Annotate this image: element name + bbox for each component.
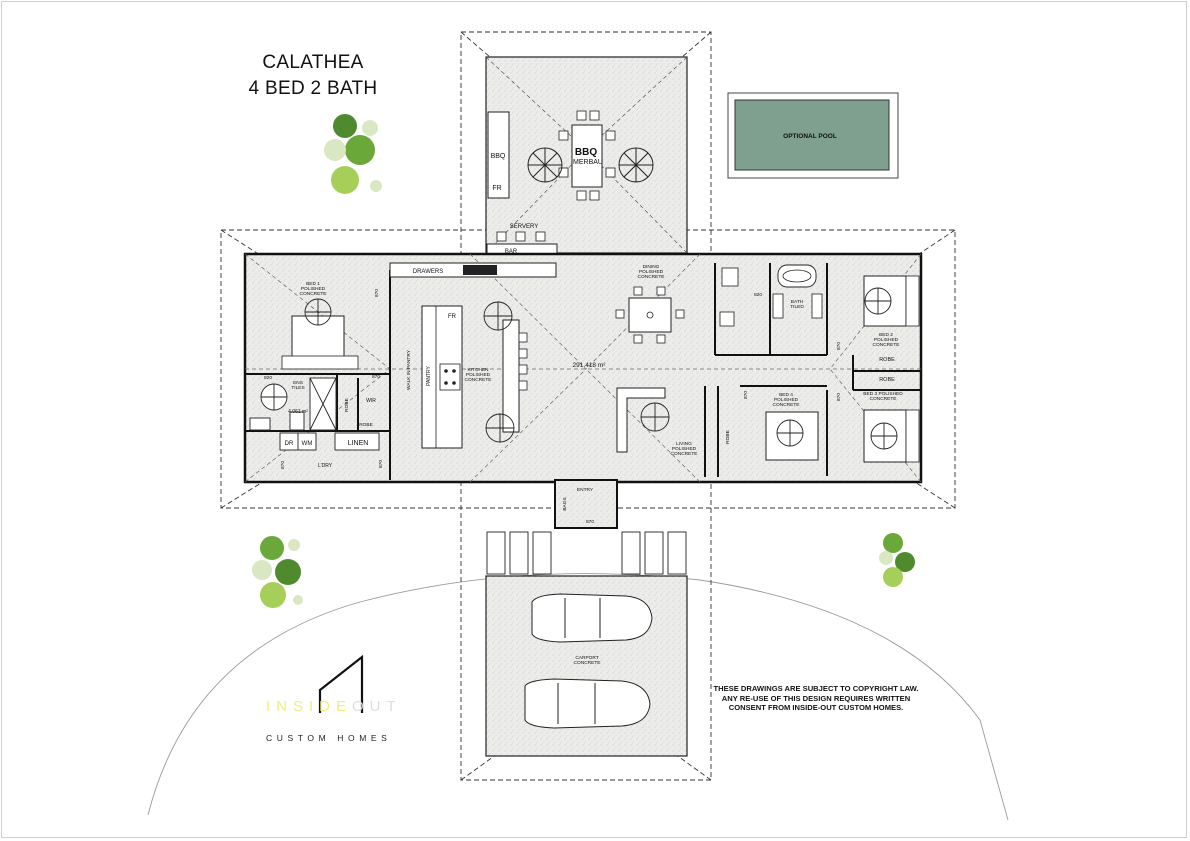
svg-text:CONCRETE: CONCRETE <box>671 451 698 457</box>
bed1-label: BED 1 <box>306 281 320 287</box>
ensuite-area: 4.061 m² <box>288 409 308 415</box>
bbq-label: BBQ <box>575 147 597 158</box>
outdoor-loungers <box>527 147 654 183</box>
robe-label-2b: ROBE <box>879 357 895 363</box>
bar-label: BAR <box>505 249 518 255</box>
linen-label: LINEN <box>348 440 369 447</box>
walk-in-pantry-label: WALK IN PANTRY <box>406 349 412 390</box>
drawers-label: DRAWERS <box>413 269 443 275</box>
tree-bottom-left <box>252 536 303 608</box>
svg-text:POLISHED: POLISHED <box>672 446 697 452</box>
wc <box>721 267 739 287</box>
svg-text:870: 870 <box>280 461 286 469</box>
robe-label: ROBE <box>344 398 350 412</box>
pool <box>734 99 890 171</box>
svg-text:CONCRETE: CONCRETE <box>773 402 800 408</box>
logo-inside: INSIDE <box>266 698 353 715</box>
plan-name: CALATHEA <box>262 52 364 73</box>
sink <box>463 265 497 275</box>
svg-text:870: 870 <box>378 460 384 468</box>
logo-mark <box>318 654 364 713</box>
svg-text:POLISHED: POLISHED <box>874 337 899 343</box>
plan-title: CALATHEA 4 BED 2 BATH <box>228 50 398 102</box>
svg-text:POLISHED: POLISHED <box>466 372 491 378</box>
plan-config: 4 BED 2 BATH <box>248 78 378 99</box>
svg-text:TILES: TILES <box>291 385 304 391</box>
car-2 <box>524 678 651 729</box>
bbq-unit-label: BBQ <box>491 153 506 160</box>
robe-label-3: ROBE <box>879 377 895 383</box>
dining-chairs <box>615 286 685 344</box>
entry-door-label: 870 <box>586 519 594 525</box>
entry-area <box>554 479 618 529</box>
ensuite-label: ENS <box>293 380 303 386</box>
interior-walls <box>245 263 921 480</box>
kitchen-label: KITCHEN <box>467 367 489 373</box>
dryer-label: DR <box>285 441 294 447</box>
fridge-label: FR <box>492 185 501 192</box>
logo-wordmark: INSIDEOUT <box>266 698 402 715</box>
living-label: LIVING <box>676 441 692 447</box>
bbq-bench <box>487 111 510 199</box>
merbau-label: MERBAU <box>573 159 603 166</box>
logo-subtitle: CUSTOM HOMES <box>266 733 392 743</box>
merbau-table <box>571 124 603 188</box>
laundry-label: L'DRY <box>318 463 333 469</box>
kitchen-fridge-label: FR <box>448 314 457 320</box>
carport-label: CARPORT <box>575 655 598 661</box>
vanity-basin <box>719 311 735 327</box>
bags-label: BAGS <box>562 497 568 510</box>
landscape-arc <box>147 573 1009 821</box>
svg-text:870: 870 <box>836 342 842 350</box>
tree-top-left <box>324 114 382 194</box>
servery-stools <box>496 231 546 242</box>
svg-text:870: 870 <box>743 391 749 399</box>
svg-text:820: 820 <box>264 375 272 381</box>
bed3-label: BED 3 POLISHED <box>863 391 903 397</box>
ensuite-fixtures <box>249 377 337 431</box>
tree-right <box>879 533 915 587</box>
door-dimensions: 870 820 870 870 870 870 870 870 <box>264 289 842 469</box>
entry-label: ENTRY <box>577 487 594 493</box>
svg-text:CONCRETE: CONCRETE <box>300 291 327 297</box>
svg-text:870: 870 <box>372 374 380 380</box>
wc-door-label: 820 <box>754 292 762 298</box>
dining-label: DINING <box>643 264 660 270</box>
svg-text:TILED: TILED <box>790 304 804 310</box>
bed4-label: BED 4 <box>779 392 793 398</box>
pantry-label: PANTRY <box>426 365 432 385</box>
washer-label: WM <box>302 441 313 447</box>
merbau-chairs <box>558 110 616 201</box>
pool-label: OPTIONAL POOL <box>783 133 837 140</box>
servery-label: SERVERY <box>510 224 538 230</box>
svg-text:CONCRETE: CONCRETE <box>574 660 601 666</box>
logo-out: OUT <box>352 698 402 715</box>
svg-text:870: 870 <box>374 289 380 297</box>
robe-label-4: ROBE <box>725 430 731 444</box>
svg-text:CONCRETE: CONCRETE <box>465 377 492 383</box>
svg-text:POLISHED: POLISHED <box>639 269 664 275</box>
svg-text:CONCRETE: CONCRETE <box>870 396 897 402</box>
svg-text:POLISHED: POLISHED <box>301 286 326 292</box>
robe-label-2: ROBE <box>359 422 373 428</box>
floor-area-label: 291.418 m² <box>573 362 607 369</box>
svg-text:CONCRETE: CONCRETE <box>638 274 665 280</box>
svg-text:POLISHED: POLISHED <box>774 397 799 403</box>
bed4-bed <box>765 411 819 461</box>
copyright-notice: THESE DRAWINGS ARE SUBJECT TO COPYRIGHT … <box>713 684 919 712</box>
island-stools <box>518 332 528 391</box>
car-1 <box>531 593 653 643</box>
cooktop <box>439 363 461 391</box>
svg-text:CONCRETE: CONCRETE <box>873 342 900 348</box>
wir-label: WIR <box>366 398 376 404</box>
bath-label: BATH <box>791 299 804 305</box>
bar-bench <box>486 243 558 255</box>
lounge-sofa <box>616 387 666 453</box>
svg-text:870: 870 <box>836 393 842 401</box>
bed2-label: BED 2 <box>879 332 893 338</box>
